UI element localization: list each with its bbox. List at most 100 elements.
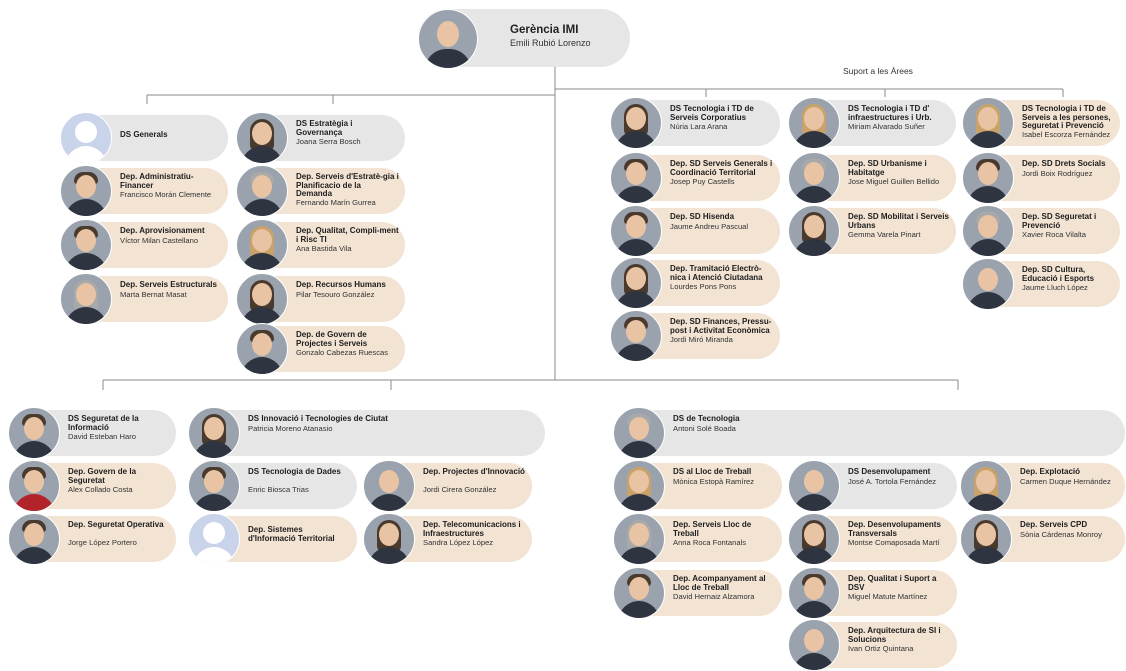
gerencia-name: Emili Rubió Lorenzo	[510, 38, 591, 48]
avatar	[610, 205, 662, 257]
card-name: Mònica Estopà Ramírez	[673, 477, 755, 486]
card-title: DS Innovació i Tecnologies de Ciutat	[248, 414, 388, 423]
org-card: DS Innovació i Tecnologies de Ciutat Pat…	[188, 407, 545, 459]
card-title: Dep. SD Urbanisme i Habitatge	[848, 159, 927, 177]
card-name: Jaume Lluch López	[1022, 283, 1088, 292]
avatar	[363, 513, 415, 565]
card-title: Dep. Serveis CPD	[1020, 520, 1088, 529]
card-name: Miriam Alvarado Suñer	[848, 122, 925, 131]
avatar	[236, 219, 288, 271]
card-title: Dep. Administratiu-Financer	[120, 172, 194, 190]
card-title: Dep. SD Cultura, Educació i Esports	[1022, 265, 1095, 283]
org-card: Dep. Serveis Estructurals Marta Bernat M…	[60, 273, 228, 325]
card-name: Gemma Varela Pinart	[848, 230, 921, 239]
avatar	[960, 513, 1012, 565]
card-title: DS Seguretat de la Informació	[68, 414, 139, 432]
card-title: Dep. Qualitat i Suport a DSV	[848, 574, 937, 592]
card-title: Dep. Seguretat Operativa	[68, 520, 164, 529]
card-name: Marta Bernat Masat	[120, 290, 187, 299]
card-title: Dep. Qualitat, Compli-ment i Risc TI	[296, 226, 399, 244]
card-name: Fernando Marín Gurrea	[296, 198, 376, 207]
card-name: Ivan Ortiz Quintana	[848, 644, 914, 653]
avatar	[788, 152, 840, 204]
org-card: Dep. Projectes d'Innovació Jordi Cirera …	[363, 460, 532, 512]
avatar	[60, 273, 112, 325]
card-title: Dep. Projectes d'Innovació	[423, 467, 525, 476]
card-name: Pilar Tesouro González	[296, 290, 375, 299]
card-title: Dep. Serveis Estructurals	[120, 280, 217, 289]
org-card: Dep. Telecomunicacions i Infraestructure…	[363, 513, 532, 565]
card-name: Jordi Miró Miranda	[670, 335, 733, 344]
avatar-placeholder	[188, 513, 240, 565]
avatar	[8, 407, 60, 459]
card-title: DS Tecnologia i TD de Serveis Corporatiu…	[670, 104, 754, 122]
org-card: Dep. SD Hisenda Jaume Andreu Pascual	[610, 205, 780, 257]
avatar	[788, 205, 840, 257]
avatar	[962, 97, 1014, 149]
card-name: David Esteban Haro	[68, 432, 136, 441]
card-title: Dep. Tramitació Electrò-nica i Atenció C…	[670, 264, 763, 282]
card-name: Josep Puy Castells	[670, 177, 735, 186]
card-title: DS Estratègia i Governança	[296, 119, 353, 137]
org-card: Dep. Serveis d'Estratè-gia i Planificaci…	[236, 165, 405, 217]
avatar	[418, 9, 478, 69]
avatar	[188, 460, 240, 512]
card-name: Patricia Moreno Atanasio	[248, 424, 333, 433]
org-card: Dep. SD Mobilitat i Serveis Urbans Gemma…	[788, 205, 956, 257]
card-title: Dep. Serveis Lloc de Treball	[673, 520, 752, 538]
avatar	[236, 273, 288, 325]
org-card: Dep. SD Drets Socials Jordi Boix Rodrígu…	[962, 152, 1120, 204]
avatar	[962, 258, 1014, 310]
avatar	[8, 513, 60, 565]
org-card: DS Tecnologia i TD d' infraestructures i…	[788, 97, 956, 149]
avatar	[188, 407, 240, 459]
org-card: Dep. Sistemes d'Informació Territorial	[188, 513, 357, 565]
card-name: Núria Lara Arana	[670, 122, 728, 131]
org-card: Dep. SD Serveis Generals i Coordinació T…	[610, 152, 780, 204]
card-name: Carmen Duque Hernández	[1020, 477, 1111, 486]
org-card: Dep. Tramitació Electrò-nica i Atenció C…	[610, 257, 780, 309]
card-title: DS Tecnologia i TD d' infraestructures i…	[848, 104, 932, 122]
card-title: Dep. Serveis d'Estratè-gia i Planificaci…	[296, 172, 399, 198]
org-card: Dep. Serveis CPD Sònia Cárdenas Monroy	[960, 513, 1125, 565]
card-title: Dep. Sistemes d'Informació Territorial	[248, 525, 335, 543]
gerencia-title: Gerència IMI	[510, 24, 579, 36]
card-title: Dep. SD Drets Socials	[1022, 159, 1106, 168]
card-name: Lourdes Pons Pons	[670, 282, 737, 291]
card-title: DS Generals	[120, 130, 168, 139]
avatar	[962, 205, 1014, 257]
avatar	[788, 513, 840, 565]
org-card-ds-generals: DS Generals	[60, 112, 228, 164]
org-card: Dep. Seguretat Operativa Jorge López Por…	[8, 513, 176, 565]
org-card: Dep. Administratiu-Financer Francisco Mo…	[60, 165, 228, 217]
card-title: Dep. Arquitectura de SI i Solucions	[848, 626, 941, 644]
org-card: Dep. Arquitectura de SI i Solucions Ivan…	[788, 619, 957, 671]
card-title: Dep. Acompanyament al Lloc de Treball	[673, 574, 766, 592]
org-card: Dep. Qualitat i Suport a DSV Miguel Matu…	[788, 567, 957, 619]
suport-label: Suport a les Àrees	[843, 66, 913, 76]
org-card: Dep. SD Urbanisme i Habitatge Jose Migue…	[788, 152, 956, 204]
org-card: DS Seguretat de la Informació David Este…	[8, 407, 176, 459]
card-name: Anna Roca Fontanals	[673, 538, 747, 547]
gerencia-card: Gerència IMI Emili Rubió Lorenzo	[418, 9, 630, 69]
avatar	[610, 257, 662, 309]
card-name: Jaume Andreu Pascual	[670, 222, 749, 231]
card-name: Miguel Matute Martínez	[848, 592, 928, 601]
avatar	[60, 165, 112, 217]
card-title: Dep. SD Hisenda	[670, 212, 735, 221]
card-name: Francisco Morán Clemente	[120, 190, 212, 199]
org-card: Dep. Acompanyament al Lloc de Treball Da…	[613, 567, 782, 619]
avatar	[236, 165, 288, 217]
card-name: José A. Tortola Fernández	[848, 477, 937, 486]
avatar	[236, 323, 288, 375]
card-name: Jordi Boix Rodríguez	[1022, 169, 1093, 178]
org-card: Dep. de Govern de Projectes i Serveis Go…	[236, 323, 405, 375]
card-title: Dep. Govern de la Seguretat	[68, 467, 137, 485]
avatar	[613, 567, 665, 619]
avatar	[613, 460, 665, 512]
card-name: Gonzalo Cabezas Ruescas	[296, 348, 389, 357]
card-name: Isabel Escorza Fernández	[1022, 130, 1111, 139]
card-title: Dep. de Govern de Projectes i Serveis	[296, 330, 368, 348]
card-title: Dep. Aprovisionament	[120, 226, 205, 235]
